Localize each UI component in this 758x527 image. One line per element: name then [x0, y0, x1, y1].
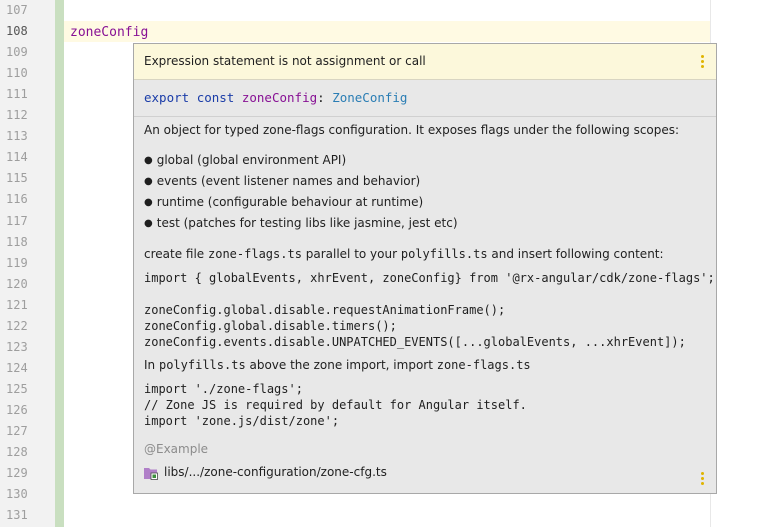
code-zoneConfig[interactable]: zoneConfig: [70, 25, 149, 40]
code-filename: zone-flags.ts: [208, 247, 302, 261]
line-number: 113: [6, 129, 28, 144]
line-number-gutter: 107 108 109 110 111 112 113 114 115 116 117 118 119 1…: [0, 0, 55, 527]
create-text-pre: create file: [144, 247, 208, 261]
symbol-name: zoneConfig: [241, 90, 318, 105]
line-number: 116: [6, 192, 28, 207]
line-number: 115: [6, 171, 28, 186]
line-number: 119: [6, 255, 28, 270]
line-number: 128: [6, 445, 28, 460]
line-number: 123: [6, 339, 28, 354]
code-filename: polyfills.ts: [400, 247, 488, 261]
line-number: 110: [6, 66, 28, 81]
vcs-change-marker[interactable]: [55, 0, 64, 527]
line-number: 117: [6, 213, 28, 228]
code-line: zoneConfig.global.disable.timers();: [144, 319, 397, 333]
code-filename: zone-flags.ts: [436, 358, 531, 372]
keyword-const: const: [196, 90, 235, 105]
declaration-signature: export const zoneConfig: ZoneConfig: [144, 90, 407, 105]
line-number: 111: [6, 87, 28, 102]
code-line: import 'zone.js/dist/zone';: [144, 414, 340, 428]
line-number: 125: [6, 381, 28, 396]
code-line: zoneConfig.global.disable.requestAnimati…: [144, 303, 506, 317]
line-number: 126: [6, 402, 28, 417]
source-file-link[interactable]: libs/.../zone-configuration/zone-cfg.ts: [164, 465, 387, 479]
line-number: 109: [6, 45, 28, 60]
inspection-message: Expression statement is not assignment o…: [144, 54, 426, 68]
create-file-instruction: create file zone-flags.ts parallel to yo…: [144, 247, 664, 261]
code-import-line: import { globalEvents, xhrEvent, zoneCon…: [144, 271, 715, 285]
code-line: // Zone JS is required by default for An…: [144, 398, 527, 412]
bullet-item: events (event listener names and behavio…: [144, 174, 421, 188]
in-polyfills-instruction: In polyfills.ts above the zone import, i…: [144, 358, 531, 372]
line-number: 120: [6, 276, 28, 291]
line-number: 127: [6, 424, 28, 438]
bullet-item: test (patches for testing libs like jasm…: [144, 216, 458, 230]
code-line: import './zone-flags';: [144, 382, 303, 396]
bullet-item: runtime (configurable behaviour at runti…: [144, 195, 423, 209]
doc-description: An object for typed zone-flags configura…: [144, 123, 680, 137]
bullet-item: global (global environment API): [144, 153, 346, 167]
create-text-mid: parallel to your: [301, 247, 401, 261]
line-number: 129: [6, 466, 28, 481]
code-line: zoneConfig.events.disable.UNPATCHED_EVEN…: [144, 335, 686, 349]
line-number: 131: [6, 508, 28, 523]
line-number: 121: [6, 297, 28, 312]
folder-icon: [144, 468, 158, 480]
in-text-mid: above the zone import, import: [245, 358, 437, 372]
signature-colon: :: [317, 90, 325, 105]
in-text-pre: In: [144, 358, 159, 372]
line-number: 114: [6, 150, 28, 165]
quick-documentation-popup[interactable]: Expression statement is not assignment o…: [133, 43, 717, 494]
more-actions-icon[interactable]: [701, 55, 705, 69]
line-number: 122: [6, 318, 28, 333]
example-tag: @Example: [144, 442, 209, 456]
keyword-export: export: [144, 90, 190, 105]
line-number: 108: [6, 24, 28, 39]
inspection-warning-header: Expression statement is not assignment o…: [134, 44, 716, 80]
code-filename: polyfills.ts: [158, 358, 246, 372]
more-actions-icon[interactable]: [701, 472, 705, 486]
signature-separator: [134, 116, 716, 117]
line-number: 130: [6, 487, 28, 502]
current-line-highlight: [64, 21, 710, 42]
type-link[interactable]: ZoneConfig: [332, 90, 408, 105]
create-text-post: and insert following content:: [487, 247, 664, 261]
line-number: 107: [6, 3, 28, 17]
line-number: 118: [6, 234, 28, 249]
line-number: 112: [6, 108, 28, 123]
line-number: 124: [6, 360, 28, 375]
